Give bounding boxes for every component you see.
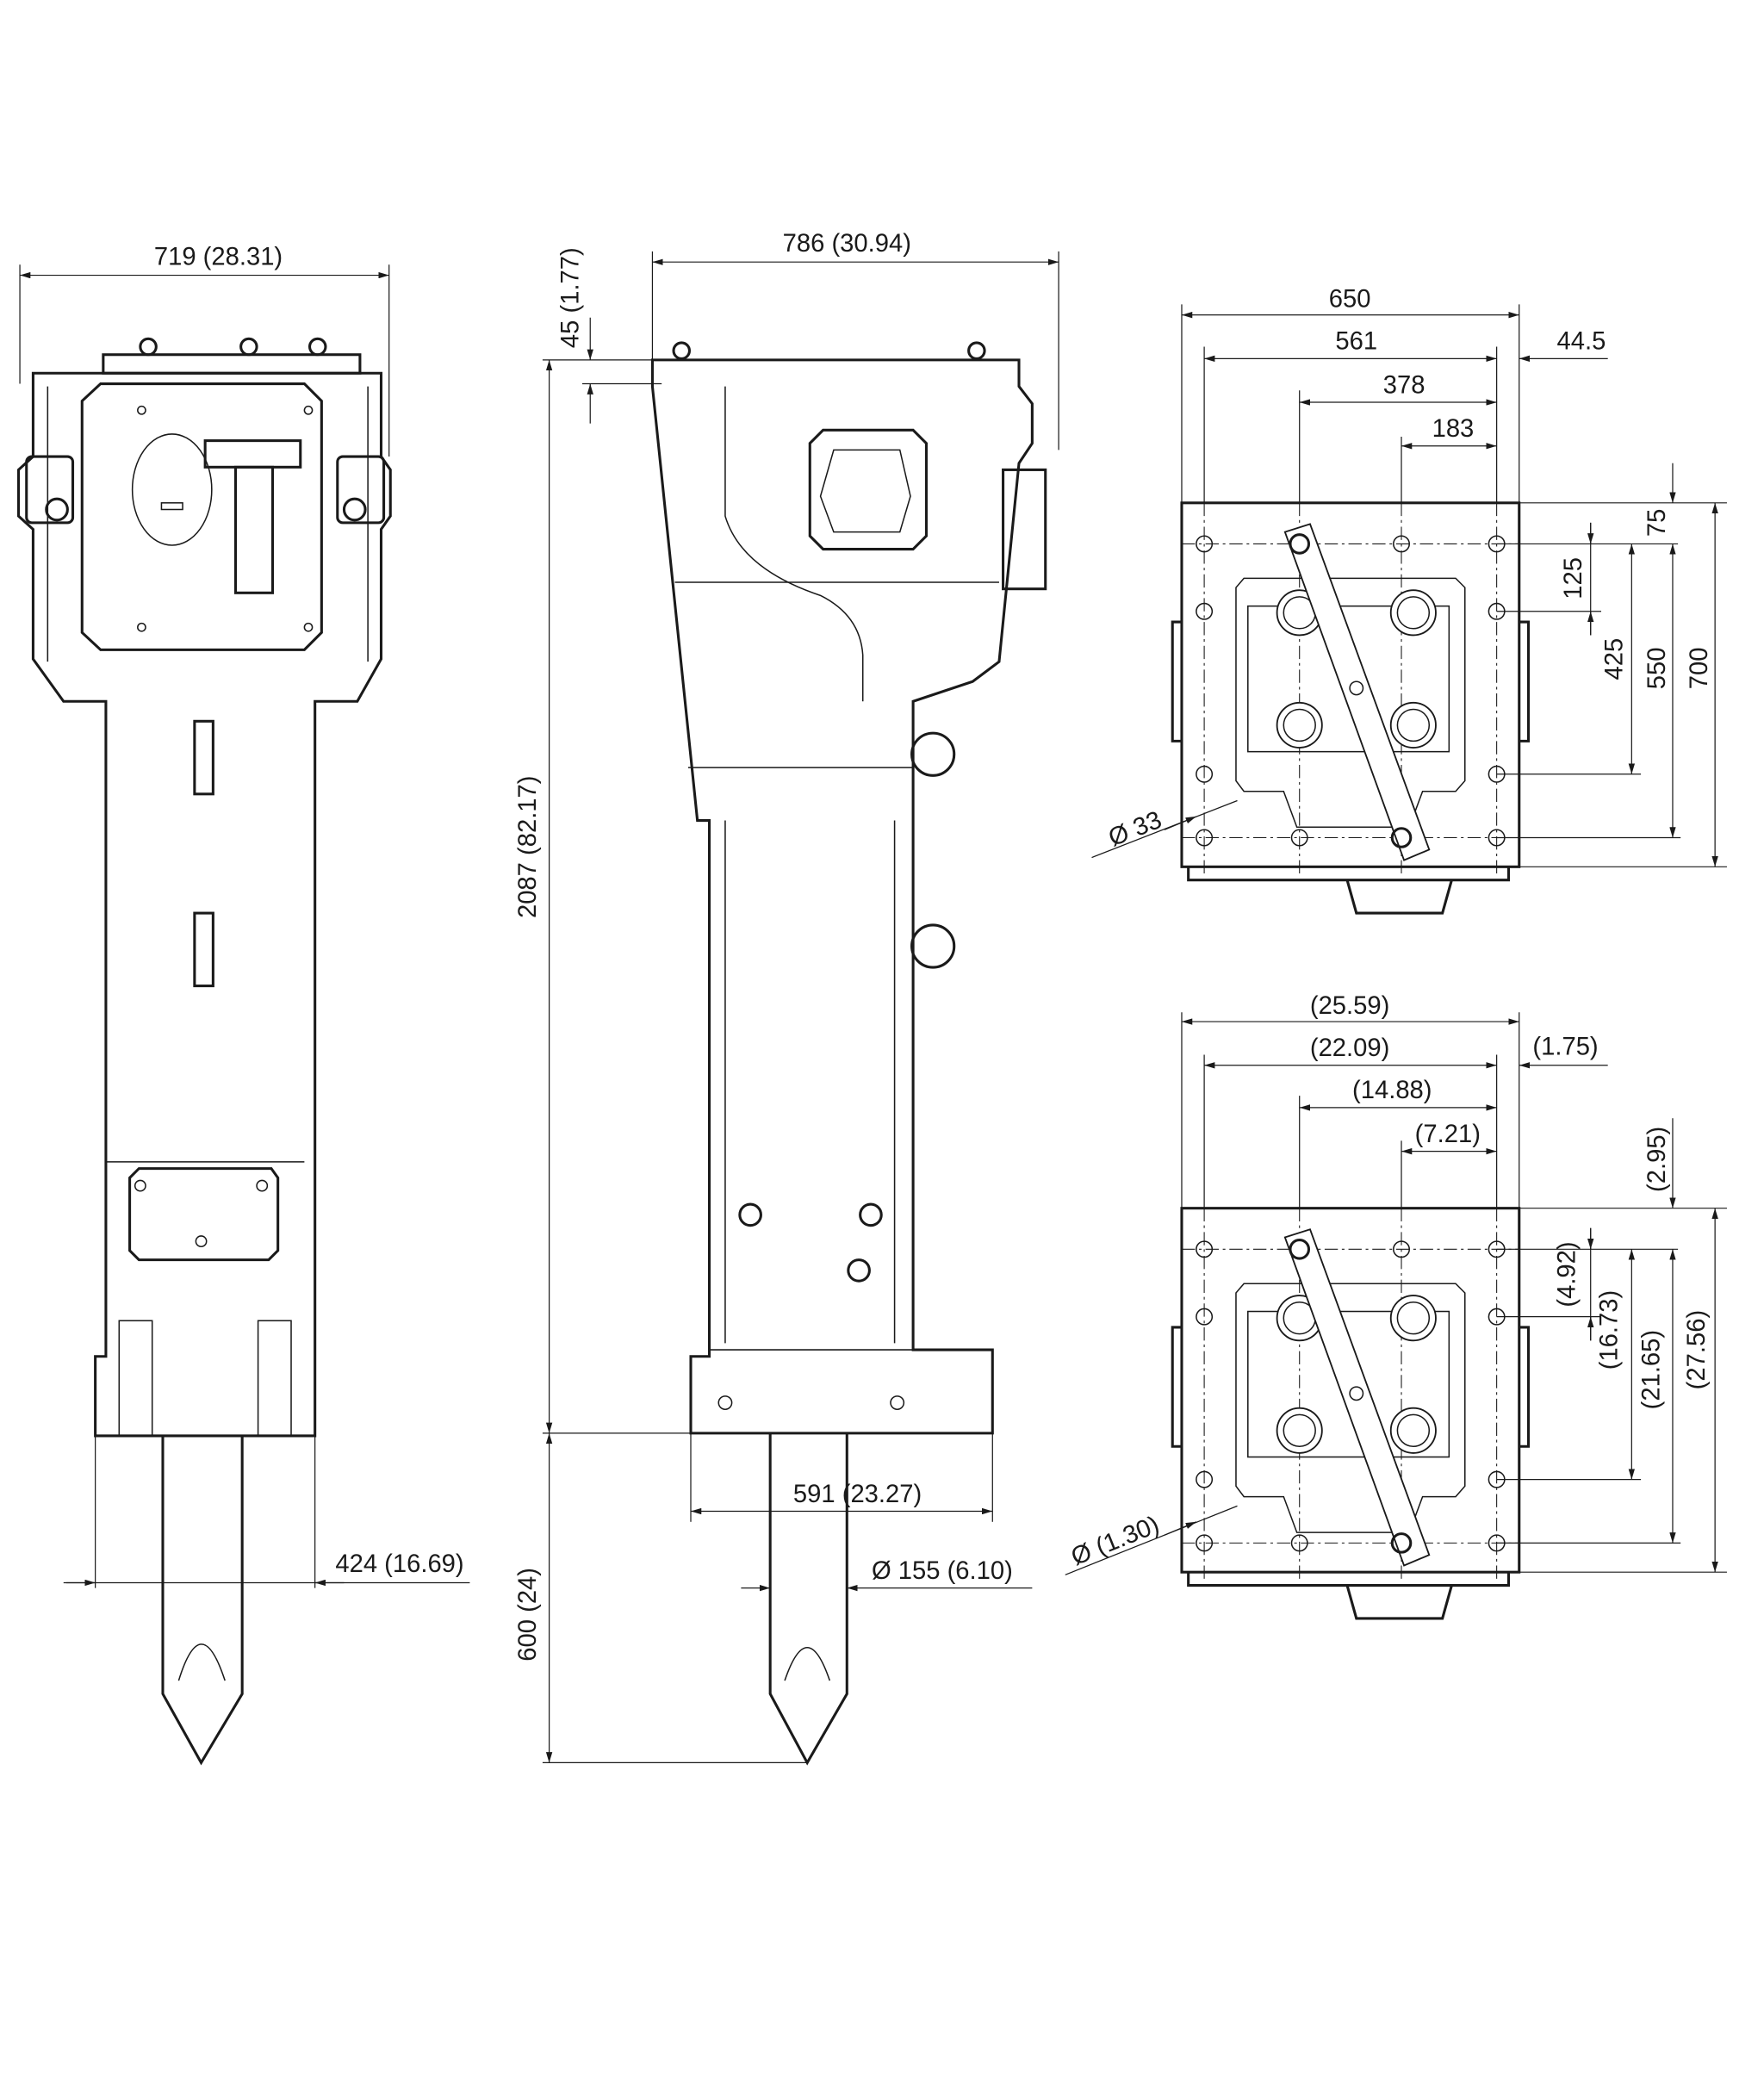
front-width-label: 719 (28.31) (154, 243, 283, 270)
v-75-label-in: (2.95) (1643, 1127, 1671, 1192)
top-view-inch-drawing (1171, 1207, 1531, 1620)
top-offset-label: 45 (1.77) (556, 247, 584, 348)
top-view-mm: 650 561 44.5 378 183 75 125 425 550 700 … (1091, 285, 1727, 867)
span-183-label-in: (7.21) (1415, 1121, 1481, 1148)
v-700-label-in: (27.56) (1683, 1310, 1711, 1389)
side-depth-label: 786 (30.94) (783, 230, 911, 258)
top-width-label-in: (25.59) (1310, 992, 1389, 1020)
offset-right-label: 44.5 (1557, 328, 1606, 356)
v-700-label: 700 (1686, 648, 1713, 690)
hole-diameter-label-in: Ø (1.30) (1067, 1511, 1163, 1571)
v-425-label-in: (16.73) (1595, 1290, 1623, 1370)
span-183-label: 183 (1432, 415, 1475, 443)
hole-diameter-label: Ø 33 (1105, 806, 1166, 852)
v-550-label: 550 (1643, 648, 1671, 690)
top-width-label: 650 (1329, 285, 1371, 313)
span-378-label: 378 (1383, 371, 1425, 399)
v-125-label: 125 (1560, 557, 1587, 600)
overall-height-label: 2087 (82.17) (514, 775, 542, 918)
top-view-in: (25.59) (22.09) (1.75) (14.88) (7.21) (2… (1065, 992, 1727, 1575)
hole-span-label: 561 (1335, 328, 1377, 356)
tool-length-label: 600 (24) (514, 1568, 542, 1662)
tool-diameter-label: Ø 155 (6.10) (872, 1557, 1013, 1585)
side-view: 786 (30.94) 45 (1.77) 2087 (82.17) 600 (… (514, 230, 1059, 1766)
hole-span-label-in: (22.09) (1310, 1034, 1389, 1062)
v-125-label-in: (4.92) (1553, 1241, 1581, 1307)
offset-right-label-in: (1.75) (1532, 1033, 1598, 1060)
v-550-label-in: (21.65) (1638, 1330, 1666, 1409)
v-75-label: 75 (1643, 509, 1671, 537)
front-view: 719 (28.31) 424 (16.69) (16, 243, 470, 1766)
tool-width-label: 424 (16.69) (335, 1550, 463, 1578)
v-425-label: 425 (1601, 638, 1629, 680)
span-378-label-in: (14.88) (1352, 1077, 1432, 1104)
base-width-label: 591 (23.27) (793, 1481, 922, 1508)
